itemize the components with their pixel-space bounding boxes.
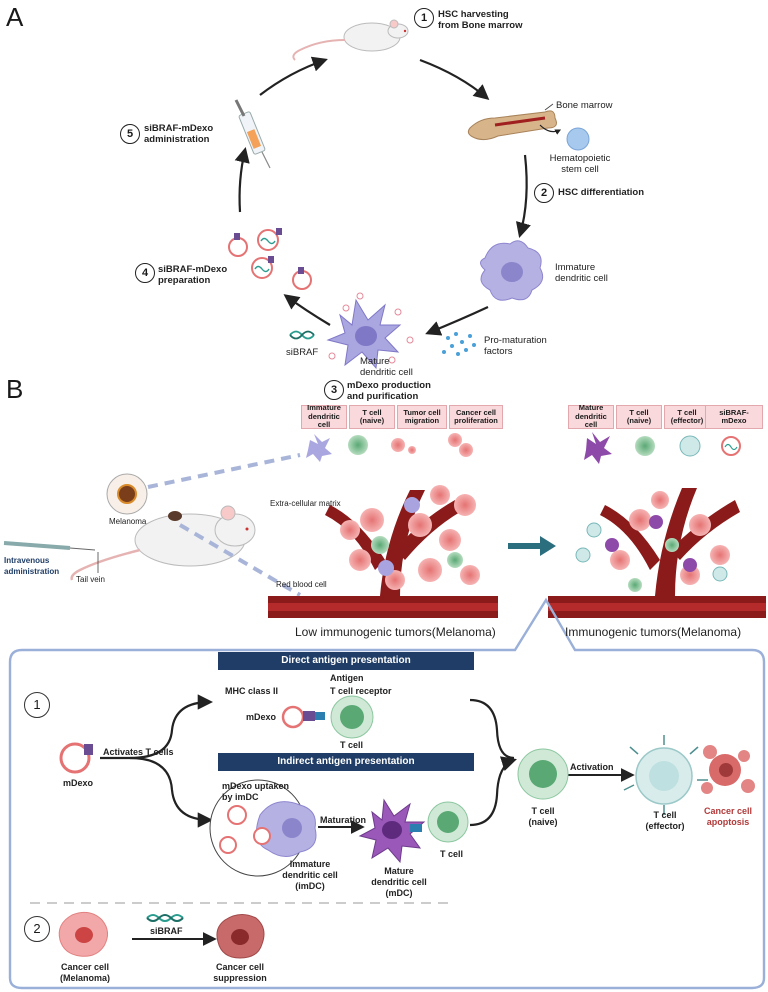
pro-maturation-label: Pro-maturation factors (484, 335, 547, 357)
mdexo-label: mDexo (63, 778, 94, 788)
sibraf-mdexo-vesicles-icon (228, 228, 312, 290)
step-5-label: siBRAF-mDexo administration (144, 123, 214, 145)
transition-arrow (508, 536, 556, 556)
mature-dc-label: Mature dendritic cell (360, 356, 413, 378)
mature-dendritic-cell-icon (326, 292, 414, 370)
immunogenic-caption: Immunogenic tumors(Melanoma) (565, 625, 742, 639)
effector-tcell-icon (623, 735, 708, 815)
step-3-number: 3 (324, 380, 344, 400)
sibraf-mech-label: siBRAF (150, 926, 183, 936)
immature-dc-label: Immature dendritic cell (555, 262, 608, 284)
panel-label-b: B (6, 374, 24, 404)
cancer-cell-icon (58, 911, 108, 957)
header-immature-dc: Immature dendritic cell (301, 404, 347, 429)
intravenous-label: Intravenous administration (4, 556, 60, 576)
zoom-frame (8, 597, 766, 990)
ecm-label: Extra-cellular matrix (270, 499, 341, 508)
step-2-number: 2 (534, 183, 554, 203)
mechanism-2-number: 2 (24, 916, 50, 942)
antigen-label: Antigen (330, 673, 364, 683)
zoom-line-top (147, 453, 301, 489)
indirect-banner: Indirect antigen presentation (218, 753, 474, 771)
hematopoietic-stem-cell-icon (566, 127, 590, 151)
cycle-arrow-2-3 (515, 154, 531, 238)
cycle-arrow-top (259, 56, 328, 96)
merge-arrow-top (469, 698, 515, 760)
cycle-arrow-3-4 (425, 306, 489, 336)
direct-banner: Direct antigen presentation (218, 652, 474, 670)
step-1-number: 1 (414, 8, 434, 28)
header-cancer-proliferation: Cancer cell proliferation (449, 405, 503, 429)
bone-icon (467, 110, 557, 141)
low-immunogenic-caption: Low immunogenic tumors(Melanoma) (295, 625, 496, 639)
maturation-label: Maturation (320, 815, 366, 825)
step-4-number: 4 (135, 263, 155, 283)
tcr-label: T cell receptor (330, 686, 392, 696)
header-tumor-migration: Tumor cell migration (397, 405, 447, 429)
imdc-label: Immature dendritic cell (imDC) (282, 859, 338, 891)
tumor-cluster-left (340, 485, 480, 590)
tcell-effector-label: T cell (effector) (645, 810, 685, 831)
step-3-label: mDexo production and purification (347, 380, 431, 402)
cycle-arrow-4-5 (283, 294, 331, 326)
step-5-number: 5 (120, 124, 140, 144)
merge-arrow-bottom (469, 756, 517, 827)
branch-arrow-up (129, 694, 214, 760)
mouse-icon (292, 19, 409, 61)
apoptosis-label: Cancer cell apoptosis (703, 806, 753, 827)
naive-tcell-icon (517, 748, 569, 800)
tumor-cluster-right (575, 491, 730, 592)
mhc-label: MHC class II (225, 686, 279, 696)
syringe-icon (234, 99, 271, 169)
mdexo-icon (59, 742, 93, 774)
mdc-label: Mature dendritic cell (mDC) (371, 866, 427, 898)
step-2-label: HSC differentiation (558, 187, 645, 198)
tcell-indirect-label: T cell (440, 849, 464, 859)
cycle-arrow-1-2 (419, 58, 490, 100)
header-icons-right (584, 432, 741, 464)
mechanism-1-number: 1 (24, 692, 50, 718)
tail-syringe-icon (3, 541, 71, 550)
sibraf-dna-icon (146, 914, 184, 922)
tail-vein-label: Tail vein (76, 575, 105, 584)
direct-presentation-icon (281, 695, 374, 739)
step-4-label: siBRAF-mDexo preparation (158, 264, 228, 286)
suppressed-cell-icon (216, 914, 265, 959)
panel-label-a: A (6, 2, 24, 32)
branch-arrow-down (129, 756, 214, 828)
header-sibraf-mdexo: siBRAF-mDexo (705, 405, 763, 429)
step-1-label: HSC harvesting from Bone marrow (438, 9, 523, 31)
activates-label: Activates T cells (103, 747, 174, 757)
immature-dendritic-cell-icon (480, 240, 544, 301)
tcell-direct-label: T cell (340, 740, 364, 750)
rbc-label: Red blood cell (276, 580, 327, 589)
sibraf-helix-icon (289, 330, 315, 340)
blood-vessel-right (548, 488, 766, 618)
activation-label: Activation (570, 762, 614, 772)
header-tcell-effector: T cell (effector) (664, 405, 710, 429)
imdc-uptake-icon (209, 779, 317, 877)
cancer-cell-label: Cancer cell (Melanoma) (59, 962, 110, 983)
header-tcell-naive-right: T cell (naive) (616, 405, 662, 429)
apoptotic-cancer-cell-icon (701, 745, 755, 794)
uptake-label: mDexo uptaken by imDC (222, 781, 290, 802)
mdexo-direct-label: mDexo (246, 712, 277, 722)
mdc-tcell-icon (358, 798, 469, 864)
zoom-line-bottom (178, 523, 302, 597)
suppression-label: Cancer cell suppression (213, 962, 267, 983)
melanoma-label: Melanoma (109, 517, 147, 526)
mouse-with-melanoma-icon (70, 505, 256, 581)
header-mature-dc: Mature dendritic cell (568, 404, 614, 429)
pro-maturation-factors-icon (442, 332, 476, 356)
tcell-naive-label: T cell (naive) (528, 806, 558, 827)
bone-marrow-label: Bone marrow (556, 100, 613, 111)
cycle-arrow-5-1 (234, 147, 250, 213)
sibraf-label: siBRAF (286, 347, 319, 358)
header-tcell-naive: T cell (naive) (349, 405, 395, 429)
hsc-label: Hematopoietic stem cell (549, 153, 611, 175)
header-icons-left (306, 433, 473, 462)
